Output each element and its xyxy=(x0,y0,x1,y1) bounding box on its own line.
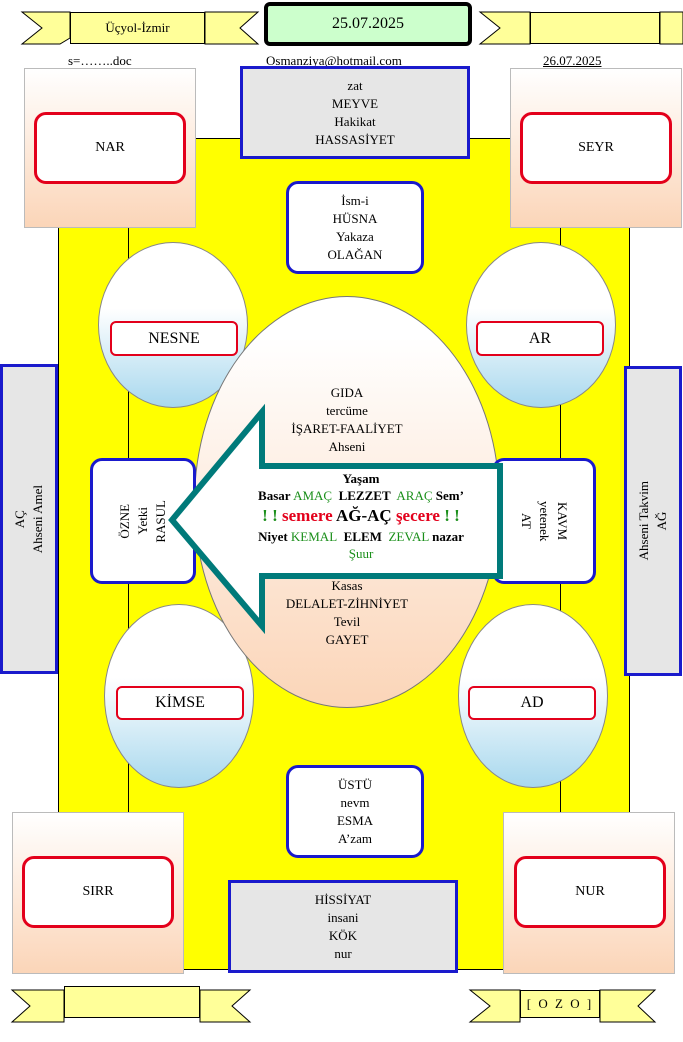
semere-text: semere xyxy=(282,506,333,525)
amac-text: AMAÇ xyxy=(293,488,333,503)
oval-lower-left-label: KİMSE xyxy=(116,686,244,720)
corner-top-left-label: NAR xyxy=(34,112,186,184)
oval-text: AD xyxy=(520,694,544,711)
bottom-box-line: nur xyxy=(334,945,352,961)
lower-box-line: A’zam xyxy=(338,830,372,846)
right-mid-line: AT xyxy=(519,513,534,529)
date2: 26.07.2025 xyxy=(543,53,602,68)
corner-bottom-right-label: NUR xyxy=(514,856,666,928)
egg-top-line: tercüme xyxy=(326,403,368,418)
lower-box: ÜSTÜ nevm ESMA A’zam xyxy=(286,765,424,858)
top-box-line: zat xyxy=(347,77,363,93)
right-mid-line: KAVM xyxy=(555,501,570,541)
big-arrow xyxy=(168,403,503,635)
corner-text: NAR xyxy=(95,140,125,155)
upper-box-line: Yakaza xyxy=(336,228,374,244)
arrow-text: Yaşam Basar AMAÇ LEZZET ARAÇ Sem’ ! ! se… xyxy=(222,470,500,574)
banner-bottom-right-end xyxy=(599,989,657,1023)
arrow-row-3: ! ! semere AĞ-AÇ şecere ! ! xyxy=(222,504,500,528)
upper-box-line: OLAĞAN xyxy=(327,246,383,262)
upper-box: İsm-i HÜSNA Yakaza OLAĞAN xyxy=(286,181,424,274)
place-label: Üçyol-İzmir xyxy=(70,12,205,44)
sem-text: Sem’ xyxy=(435,488,464,503)
niyet-text: Niyet xyxy=(258,529,288,544)
egg-top-text: GIDA tercüme İŞARET-FAALİYET Ahseni xyxy=(262,382,432,458)
secere-text: şecere xyxy=(395,506,440,525)
corner-text: NUR xyxy=(575,884,605,899)
basar-text: Basar xyxy=(258,488,291,503)
nazar-text: nazar xyxy=(432,529,464,544)
place-text: Üçyol-İzmir xyxy=(105,20,170,35)
oval-upper-left-label: NESNE xyxy=(110,321,238,356)
top-right-ribbon xyxy=(530,12,660,44)
agac-text: AĞ-AÇ xyxy=(335,506,392,525)
oval-text: NESNE xyxy=(148,329,200,347)
email: Osmanziya@hotmail.com xyxy=(266,53,402,68)
egg-bottom-line: Tevil xyxy=(333,614,361,629)
corner-top-right-label: SEYR xyxy=(520,112,672,184)
right-mid-line: yetenek xyxy=(537,500,552,542)
bottom-box-line: HİSSİYAT xyxy=(314,891,372,907)
footer-right-ribbon: [ O Z O ] xyxy=(520,990,600,1018)
date-box: 25.07.2025 xyxy=(264,2,472,46)
side-right-box: Ahseni Takvim AĞ xyxy=(624,366,682,676)
right-mid-text: KAVM yetenek AT xyxy=(517,501,571,541)
bottom-box: HİSSİYAT insani KÖK nur xyxy=(228,880,458,973)
yasam-text: Yaşam xyxy=(342,471,380,486)
oval-text: AR xyxy=(528,329,552,347)
egg-bottom-text: Kasas DELALET-ZİHNİYET Tevil GAYET xyxy=(262,576,432,650)
top-box-line: Hakikat xyxy=(334,113,376,129)
side-left-box: AÇ Ahseni Amel xyxy=(0,364,58,674)
top-box-line: HASSASİYET xyxy=(315,131,395,147)
arrow-row-1: Yaşam xyxy=(222,470,500,487)
oval-upper-right-label: AR xyxy=(476,321,604,356)
elem-text: ELEM xyxy=(343,529,382,544)
egg-bottom-line: GAYET xyxy=(325,632,369,647)
egg-top-line: İŞARET-FAALİYET xyxy=(291,421,403,436)
banner-bottom-left xyxy=(10,989,65,1023)
corner-bottom-left-label: SIRR xyxy=(22,856,174,928)
oval-lower-right-label: AD xyxy=(468,686,596,720)
lower-box-line: ESMA xyxy=(336,812,374,828)
banner-top-right-end xyxy=(659,11,683,45)
top-box-line: MEYVE xyxy=(331,95,379,111)
lower-box-line: nevm xyxy=(340,794,370,810)
footer-right-text: [ O Z O ] xyxy=(526,996,594,1011)
egg-bottom-line: Kasas xyxy=(331,578,363,593)
top-box: zat MEYVE Hakikat HASSASİYET xyxy=(240,66,470,159)
arrow-row-2: Basar AMAÇ LEZZET ARAÇ Sem’ xyxy=(222,487,500,504)
file-name: s=……..doc xyxy=(68,53,132,68)
corner-text: SEYR xyxy=(578,140,614,155)
egg-top-line: Ahseni xyxy=(328,439,366,454)
footer-left-ribbon xyxy=(64,986,200,1018)
banner-bottom-left-end xyxy=(199,989,252,1023)
bottom-box-line: insani xyxy=(327,909,359,925)
arac-text: ARAÇ xyxy=(396,488,433,503)
excl-right: ! ! xyxy=(444,506,460,525)
banner-top-right xyxy=(478,11,531,45)
suur-text: Şuur xyxy=(348,546,374,561)
banner-bottom-right xyxy=(468,989,521,1023)
arrow-row-5: Şuur xyxy=(222,545,500,562)
lower-box-line: ÜSTÜ xyxy=(338,776,372,792)
date-text: 25.07.2025 xyxy=(332,15,404,32)
egg-top-line: GIDA xyxy=(330,385,364,400)
corner-text: SIRR xyxy=(82,884,114,899)
egg-bottom-line: DELALET-ZİHNİYET xyxy=(285,596,409,611)
oval-text: KİMSE xyxy=(155,694,205,711)
kemal-text: KEMAL xyxy=(290,529,338,544)
excl-left: ! ! xyxy=(262,506,278,525)
upper-box-line: İsm-i xyxy=(341,192,369,208)
upper-box-line: HÜSNA xyxy=(332,210,378,226)
arrow-row-4: Niyet KEMAL ELEM ZEVAL nazar xyxy=(222,528,500,545)
bottom-box-line: KÖK xyxy=(328,927,358,943)
lezzet-text: LEZZET xyxy=(338,488,391,503)
zeval-text: ZEVAL xyxy=(388,529,429,544)
banner-top-left-right xyxy=(204,11,260,45)
